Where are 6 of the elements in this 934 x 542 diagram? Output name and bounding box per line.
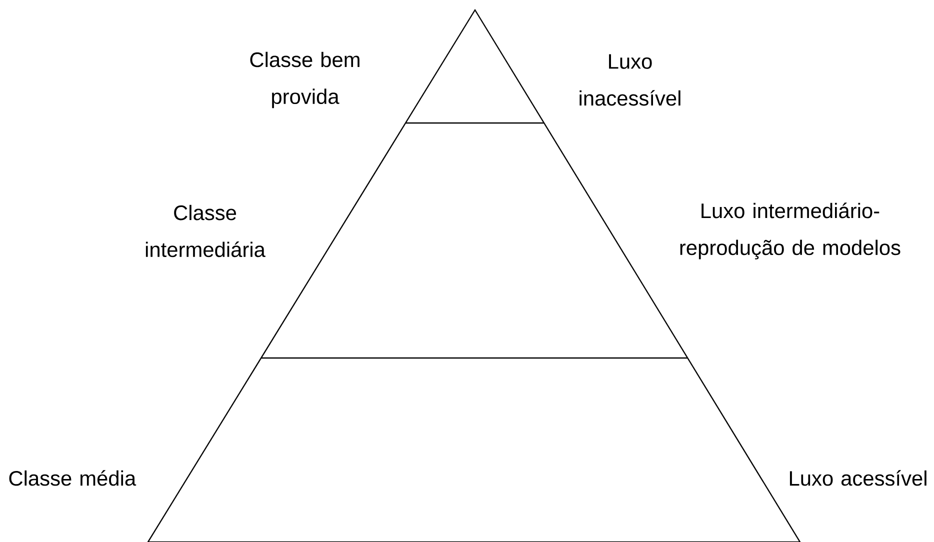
tier-label: Luxo inacessível bbox=[580, 54, 680, 106]
tier-label: Luxo acessível bbox=[790, 470, 926, 486]
tier-label: Luxo intermediário-reprodução de modelos bbox=[680, 202, 900, 260]
tier-label: Classe média bbox=[9, 470, 136, 486]
tier-label: Classe intermediária bbox=[146, 204, 266, 258]
tier-label: Classe bem provida bbox=[250, 52, 360, 108]
